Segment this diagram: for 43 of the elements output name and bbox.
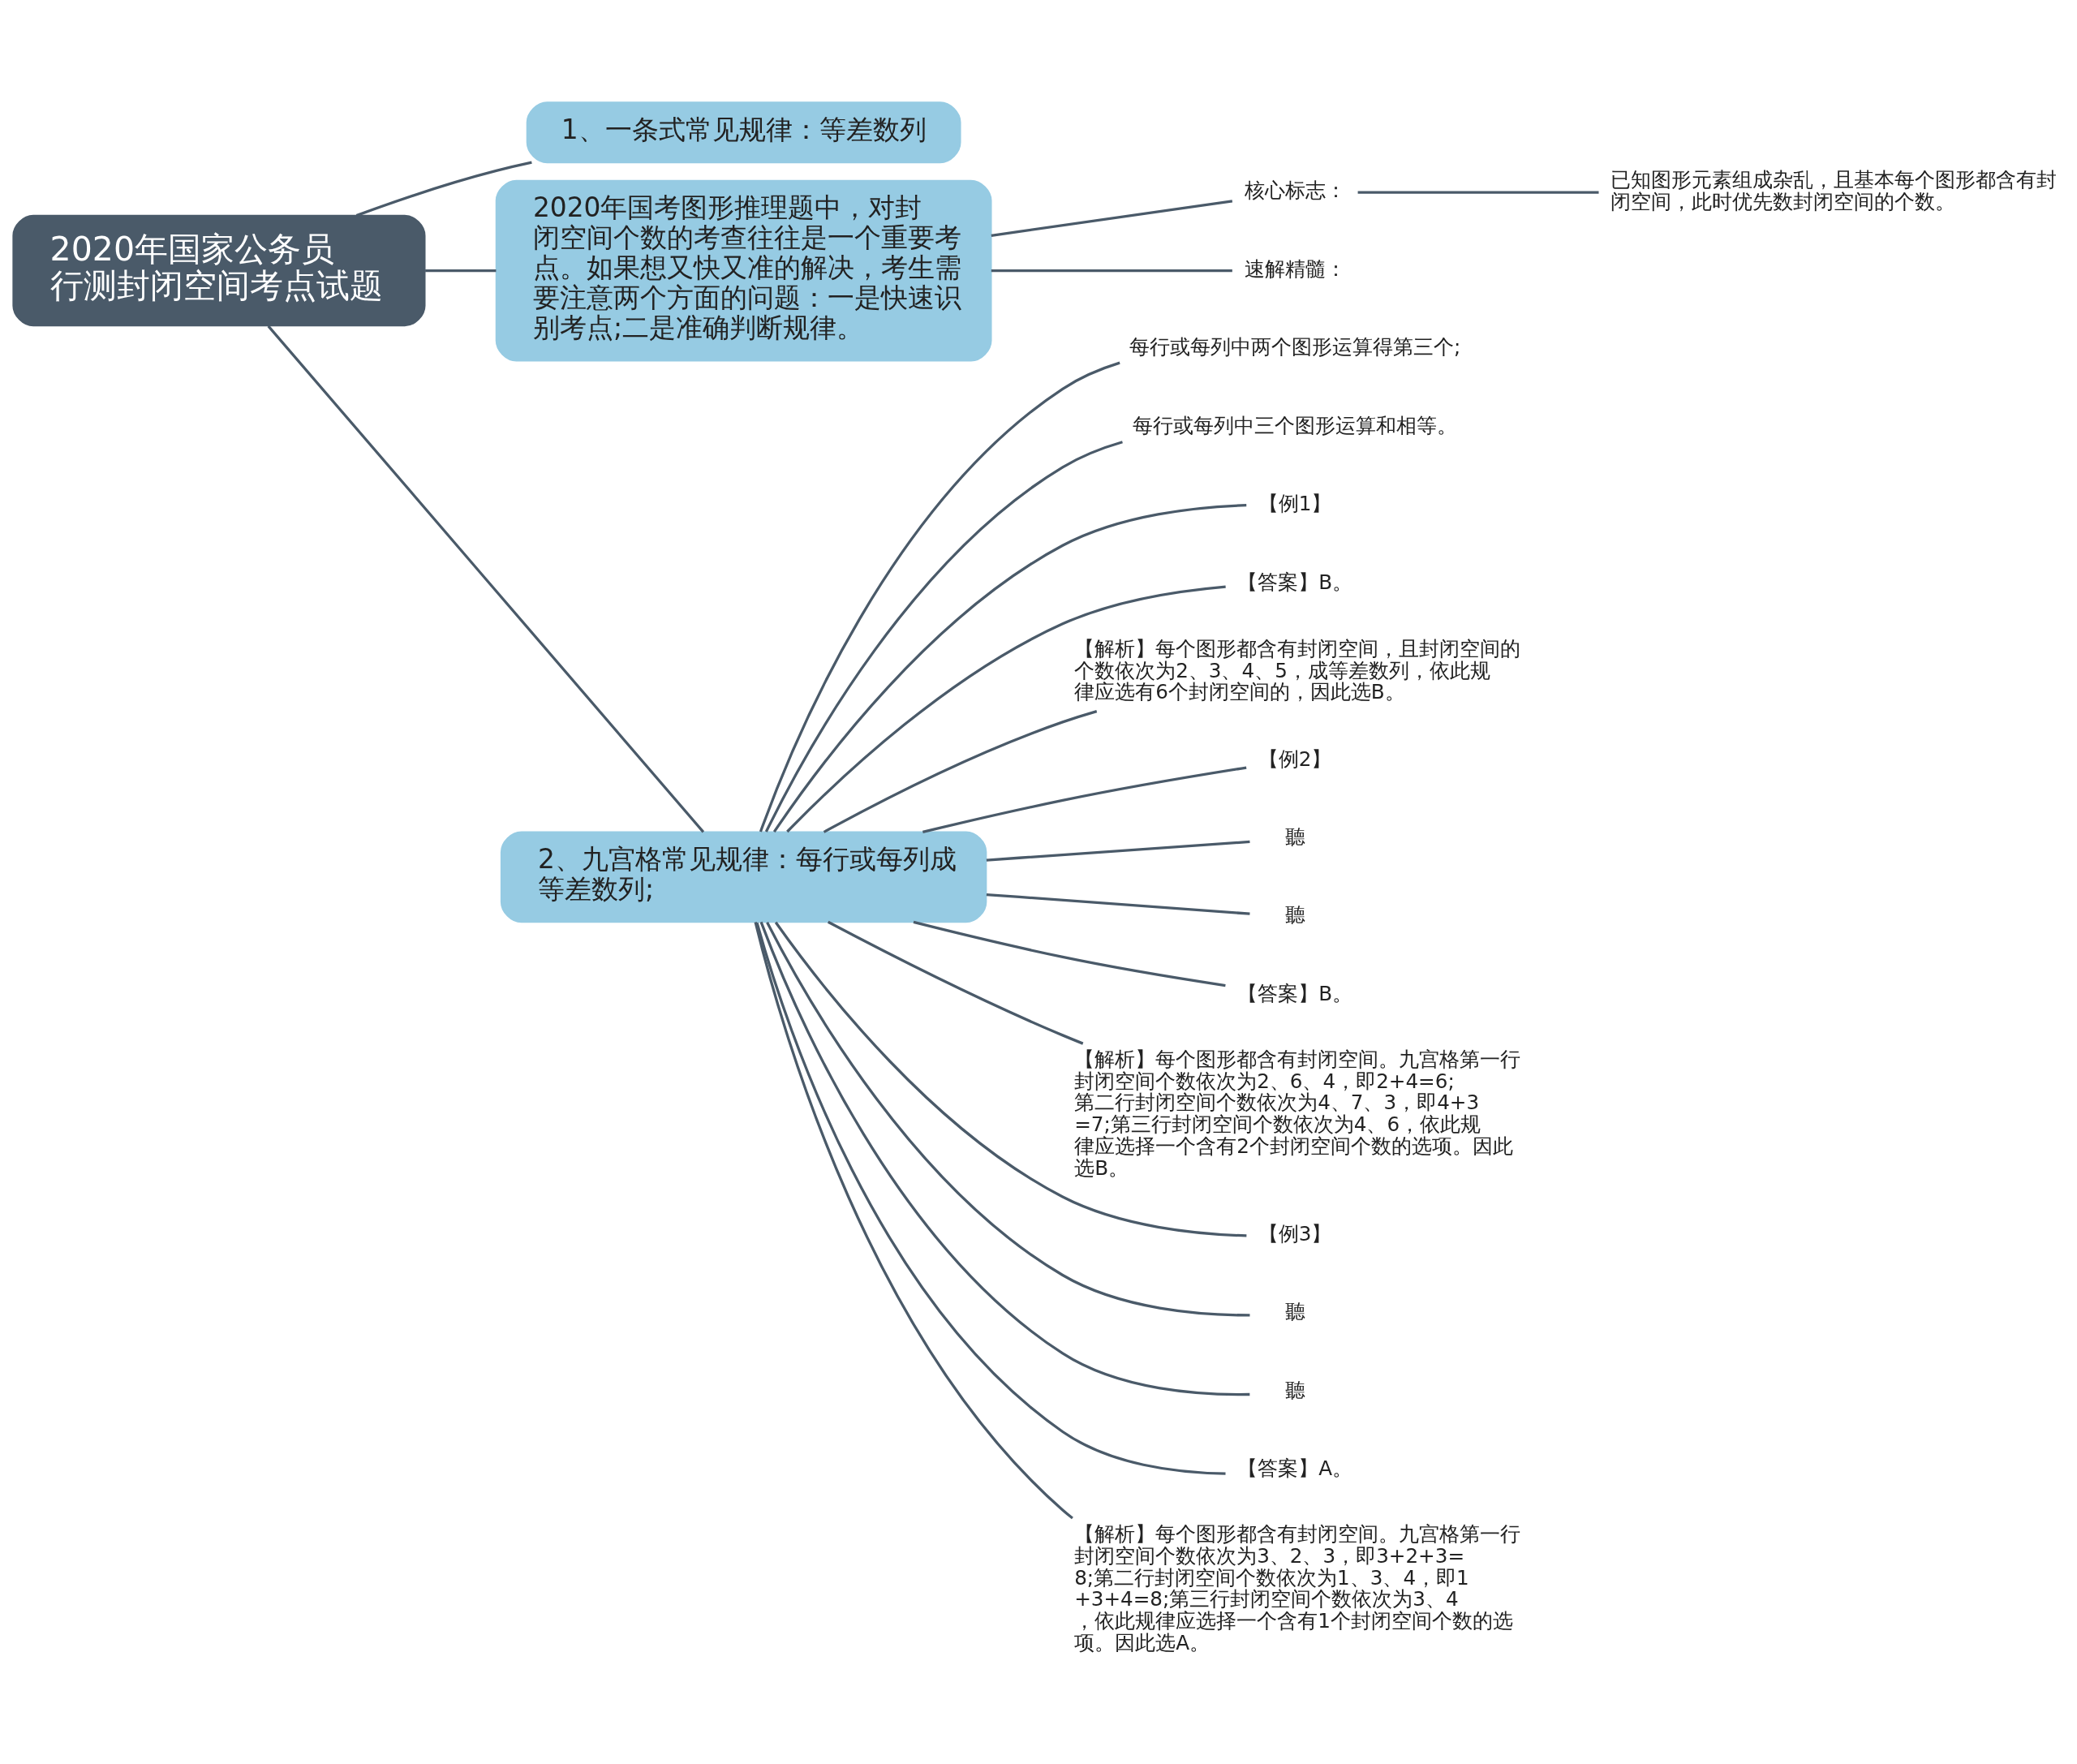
connector <box>1357 191 1599 194</box>
node-box: 2020年国考图形推理题中，对封闭空间个数的考查往往是一个重要考点。如果想又快又准的解决，考生需要注意两个方面的问题：一是快速识别考点;二是准确判断规律。 <box>495 179 992 362</box>
connector <box>425 269 497 273</box>
node-text: 【解析】每个图形都含有封闭空间。九宫格第一行封闭空间个数依次为3、2、3，即3+2+3=8;第二行封闭空间个数依次为1、3、4，即1+3+4=8;第三行封闭空间个数依次为3、4，依此规律应选择一个含有1个封闭空间个数的选项。因此选A。 <box>1074 1522 1521 1654</box>
connector <box>913 920 1226 987</box>
node-text: 【例1】 <box>1258 492 1332 516</box>
node-text: 【答案】A。 <box>1237 1456 1353 1481</box>
connector <box>755 922 1226 1475</box>
connector <box>786 585 1226 833</box>
node-text: 【解析】每个图形都含有封闭空间。九宫格第一行封闭空间个数依次为2、6、4，即2+4=6;第二行封闭空间个数依次为4、7、3，即4+3=7;第三行封闭空间个数依次为4、6，依此规律应选择一个含有2个封闭空间个数的选项。因此选B。 <box>1074 1048 1521 1180</box>
connector <box>754 922 1073 1520</box>
connector <box>922 766 1247 833</box>
node-text: 【解析】每个图形都含有封闭空间，且封闭空间的个数依次为2、3、4、5，成等差数列，依此规律应选有6个封闭空间的，因此选B。 <box>1074 637 1521 704</box>
connector <box>355 161 532 217</box>
connector <box>772 504 1247 833</box>
node-box: 2020年国家公务员行测封闭空间考点试题 <box>12 214 426 327</box>
connector <box>991 200 1233 237</box>
connector <box>823 710 1098 833</box>
node-text: 【答案】B。 <box>1237 981 1353 1005</box>
connector <box>986 840 1250 862</box>
node-text: 聽 <box>1284 824 1305 849</box>
node-text: 【例3】 <box>1258 1221 1332 1246</box>
connector <box>759 361 1120 833</box>
connector <box>759 921 1250 1396</box>
node-text: 每行或每列中三个图形运算和相等。 <box>1133 413 1458 437</box>
connector <box>766 922 1250 1317</box>
node-text: 【例2】 <box>1258 746 1332 771</box>
node-text: 聽 <box>1284 903 1305 927</box>
node-text: 聽 <box>1284 1378 1305 1402</box>
node-text: 速解精髓： <box>1244 256 1346 281</box>
connector <box>774 921 1247 1237</box>
node-text: 核心标志： <box>1244 179 1346 203</box>
connector <box>986 893 1250 915</box>
node-text: 聽 <box>1284 1300 1305 1324</box>
node-text: 已知图形元素组成杂乱，且基本每个图形都含有封闭空间，此时优先数封闭空间的个数。 <box>1610 168 2058 213</box>
node-text: 【答案】B。 <box>1237 570 1353 594</box>
node-box: 2、九宫格常见规律：每行或每列成等差数列; <box>500 831 987 923</box>
connector <box>991 269 1232 273</box>
connector <box>267 325 705 833</box>
connector <box>827 920 1084 1045</box>
node-text: 每行或每列中两个图形运算得第三个; <box>1129 335 1461 359</box>
node-box: 1、一条式常见规律：等差数列 <box>526 101 961 164</box>
connector <box>764 441 1123 833</box>
